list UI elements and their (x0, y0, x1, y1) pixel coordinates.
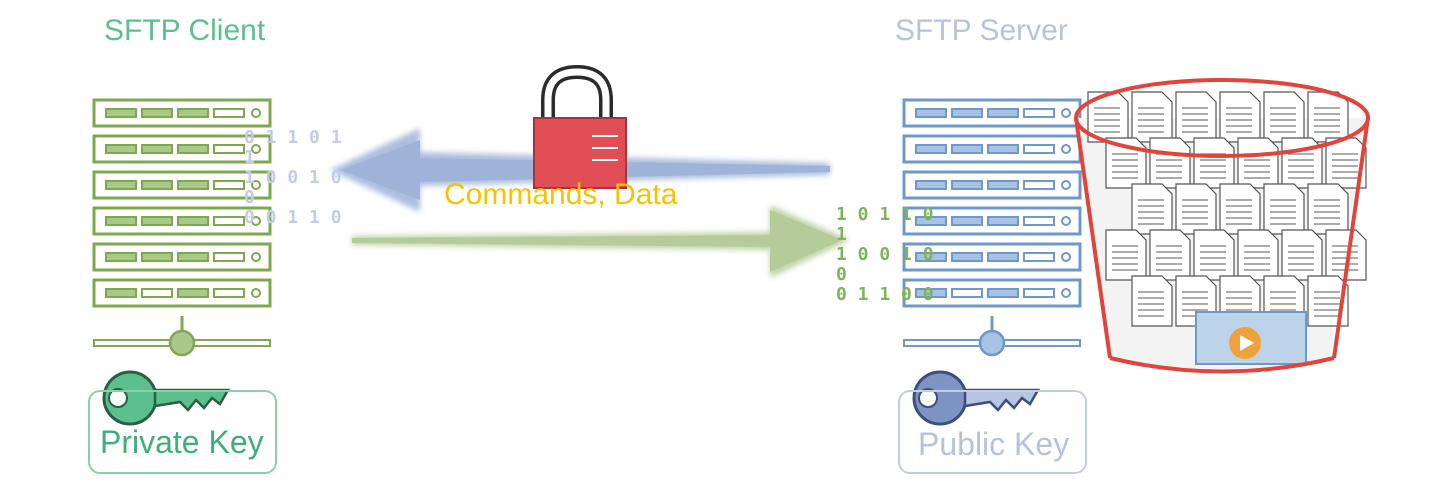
document-icon (1263, 183, 1305, 235)
document-icon (1149, 229, 1191, 281)
rack-unit (902, 134, 1082, 164)
document-icon (1281, 229, 1323, 281)
client-server-rack-icon (92, 98, 272, 357)
bits-row: 0 1 1 0 0 (836, 284, 934, 305)
document-icon (1105, 229, 1147, 281)
bits-row: 1 0 0 1 0 0 (836, 244, 934, 285)
rack-unit (92, 134, 272, 164)
document-icon (1325, 137, 1367, 189)
document-icon (1219, 183, 1261, 235)
private-key-icon (102, 370, 231, 426)
document-icon (1307, 91, 1349, 143)
rack-unit (92, 98, 272, 128)
bits-row: 0 0 1 1 0 (244, 207, 342, 228)
document-icon (1193, 229, 1235, 281)
rack-unit (902, 278, 1082, 308)
bits-row: 0 1 1 0 1 1 (244, 127, 342, 168)
document-icon (1237, 137, 1279, 189)
document-icon (1175, 183, 1217, 235)
padlock-icon (533, 64, 627, 189)
client-title: SFTP Client (104, 14, 266, 47)
bits-row: 1 0 0 1 0 0 (244, 167, 342, 208)
document-icon (1131, 275, 1173, 327)
rack-unit (902, 98, 1082, 128)
document-icon (1307, 275, 1349, 327)
file-bucket-icon (1074, 78, 1370, 374)
rack-unit (92, 242, 272, 272)
private-key-box (88, 390, 277, 474)
document-icon (1131, 183, 1173, 235)
document-icon (1131, 91, 1173, 143)
rack-unit (92, 278, 272, 308)
document-icon (1193, 137, 1235, 189)
server-rack-icon (902, 98, 1082, 357)
rack-network-connector (903, 316, 1081, 357)
private-key-label: Private Key (100, 424, 264, 460)
flow-label: Commands, Data (444, 178, 678, 211)
rack-network-connector (93, 316, 271, 357)
rack-unit (92, 170, 272, 200)
document-icon (1219, 91, 1261, 143)
rack-unit (92, 206, 272, 236)
binary-stream-right: 1 0 1 1 0 1 1 0 0 1 0 0 0 1 1 0 0 (836, 205, 946, 305)
public-key-box (898, 390, 1087, 474)
bits-row: 1 0 1 1 0 1 (836, 204, 934, 245)
rack-unit (902, 170, 1082, 200)
document-icon (1237, 229, 1279, 281)
public-key-label: Public Key (918, 426, 1070, 462)
document-icon (1263, 91, 1305, 143)
rack-unit (902, 242, 1082, 272)
public-key-icon (912, 370, 1041, 426)
document-icon (1175, 91, 1217, 143)
document-icon (1307, 183, 1349, 235)
binary-stream-left: 0 1 1 0 1 1 1 0 0 1 0 0 0 0 1 1 0 (244, 128, 354, 228)
server-title: SFTP Server (895, 14, 1068, 47)
document-icon (1149, 137, 1191, 189)
rack-unit (902, 206, 1082, 236)
request-arrow (352, 205, 850, 278)
